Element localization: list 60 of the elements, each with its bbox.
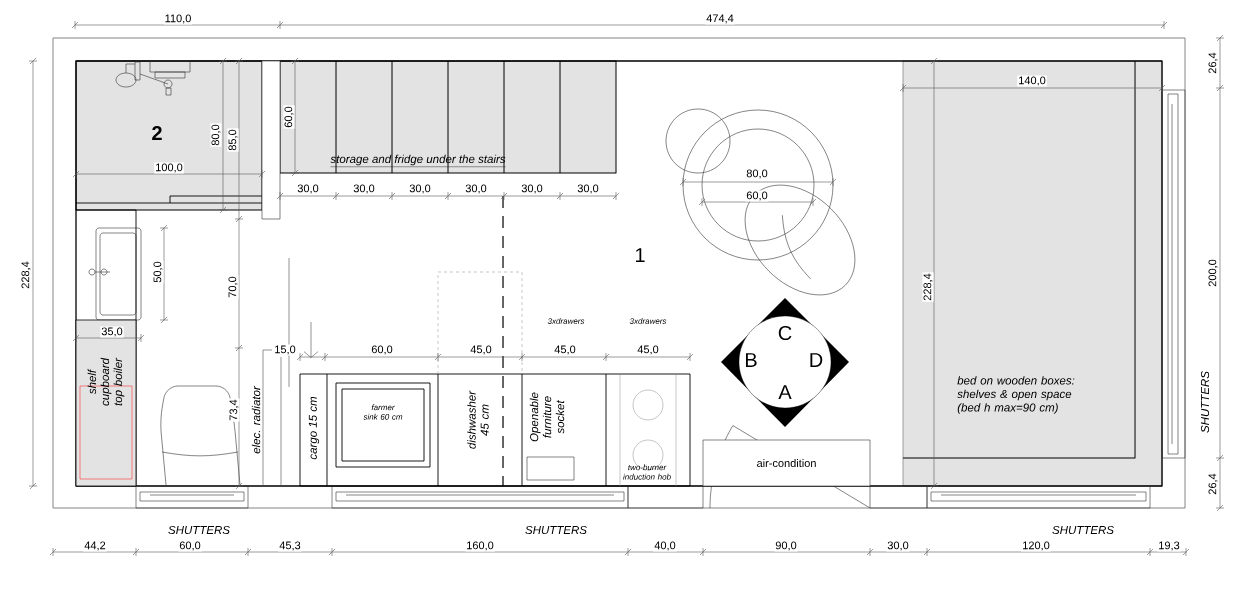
room-number: 1 (635, 248, 645, 262)
dimension-label: 80,0 (210, 123, 222, 147)
dimension-label: 30,0 (408, 183, 432, 195)
air-conditioner-box: air-condition (702, 439, 871, 487)
annotation: shelf cupboard top boiler (87, 357, 125, 406)
window-label: SHUTTERS (525, 525, 587, 535)
compass-letter: D (810, 353, 823, 367)
dimension-label: 30,0 (464, 183, 488, 195)
dimension-label: 30,0 (576, 183, 600, 195)
dimension-label: 30,0 (296, 183, 320, 195)
dimension-label: 228,4 (922, 272, 934, 302)
dimension-label: 110,0 (163, 13, 193, 25)
dimension-label: 60,0 (283, 105, 295, 129)
dimension-label: 160,0 (465, 540, 495, 552)
room-number: 2 (152, 126, 162, 140)
annotation: Openable furniture socket (529, 392, 565, 442)
annotation: elec. radiator (251, 385, 261, 454)
dimension-label: 30,0 (520, 183, 544, 195)
compass-letter: B (746, 353, 757, 367)
compass-letter: A (778, 385, 792, 399)
annotation: 3xdrawers (629, 318, 667, 324)
dimension-label: 26,4 (1207, 472, 1219, 496)
dimension-label: 80,0 (745, 168, 769, 180)
dimension-label: 15,0 (273, 344, 297, 356)
dimension-label: 45,0 (553, 344, 577, 356)
dimension-label: 19,3 (1157, 540, 1181, 552)
dimension-label: 200,0 (1207, 258, 1219, 288)
dimension-label: 45,3 (278, 540, 302, 552)
dimension-label: 44,2 (83, 540, 107, 552)
annotation: two-burner induction hob (623, 464, 671, 480)
dimension-label: 60,0 (178, 540, 202, 552)
annotation: farmer sink 60 cm (363, 404, 403, 420)
dimension-label: 50,0 (152, 260, 164, 284)
dimension-label: 30,0 (886, 540, 910, 552)
dimension-label: 60,0 (745, 190, 769, 202)
dimension-label: 30,0 (352, 183, 376, 195)
dimension-label: 45,0 (636, 344, 660, 356)
window-label: SHUTTERS (168, 525, 230, 535)
annotation: cargo 15 cm (308, 396, 320, 460)
window-label: SHUTTERS (1052, 525, 1114, 535)
dimension-label: 45,0 (469, 344, 493, 356)
dimension-label: 70,0 (227, 275, 239, 299)
dimension-label: 26,4 (1207, 51, 1219, 75)
compass-letter: C (778, 325, 792, 341)
dimension-label: 35,0 (100, 326, 124, 338)
dimension-label: 140,0 (1017, 75, 1047, 87)
window-label: SHUTTERS (1200, 371, 1210, 433)
annotation: bed on wooden boxes: shelves & open space (bed h max=90 cm) (957, 376, 1075, 414)
dimension-label: 85,0 (227, 128, 239, 152)
annotation: dishwasher 45 cm (467, 390, 489, 449)
dimension-label: 474,4 (705, 13, 735, 25)
dimension-label: 73,4 (228, 398, 240, 422)
dimension-label: 60,0 (370, 344, 394, 356)
dimension-label: 228,4 (20, 260, 32, 290)
dimension-label: 40,0 (653, 540, 677, 552)
dimension-label: 90,0 (774, 540, 798, 552)
dimension-label: 120,0 (1021, 540, 1051, 552)
annotation: 3xdrawers (547, 318, 585, 324)
dimension-label: 100,0 (154, 162, 184, 174)
annotation: storage and fridge under the stairs (330, 154, 506, 167)
